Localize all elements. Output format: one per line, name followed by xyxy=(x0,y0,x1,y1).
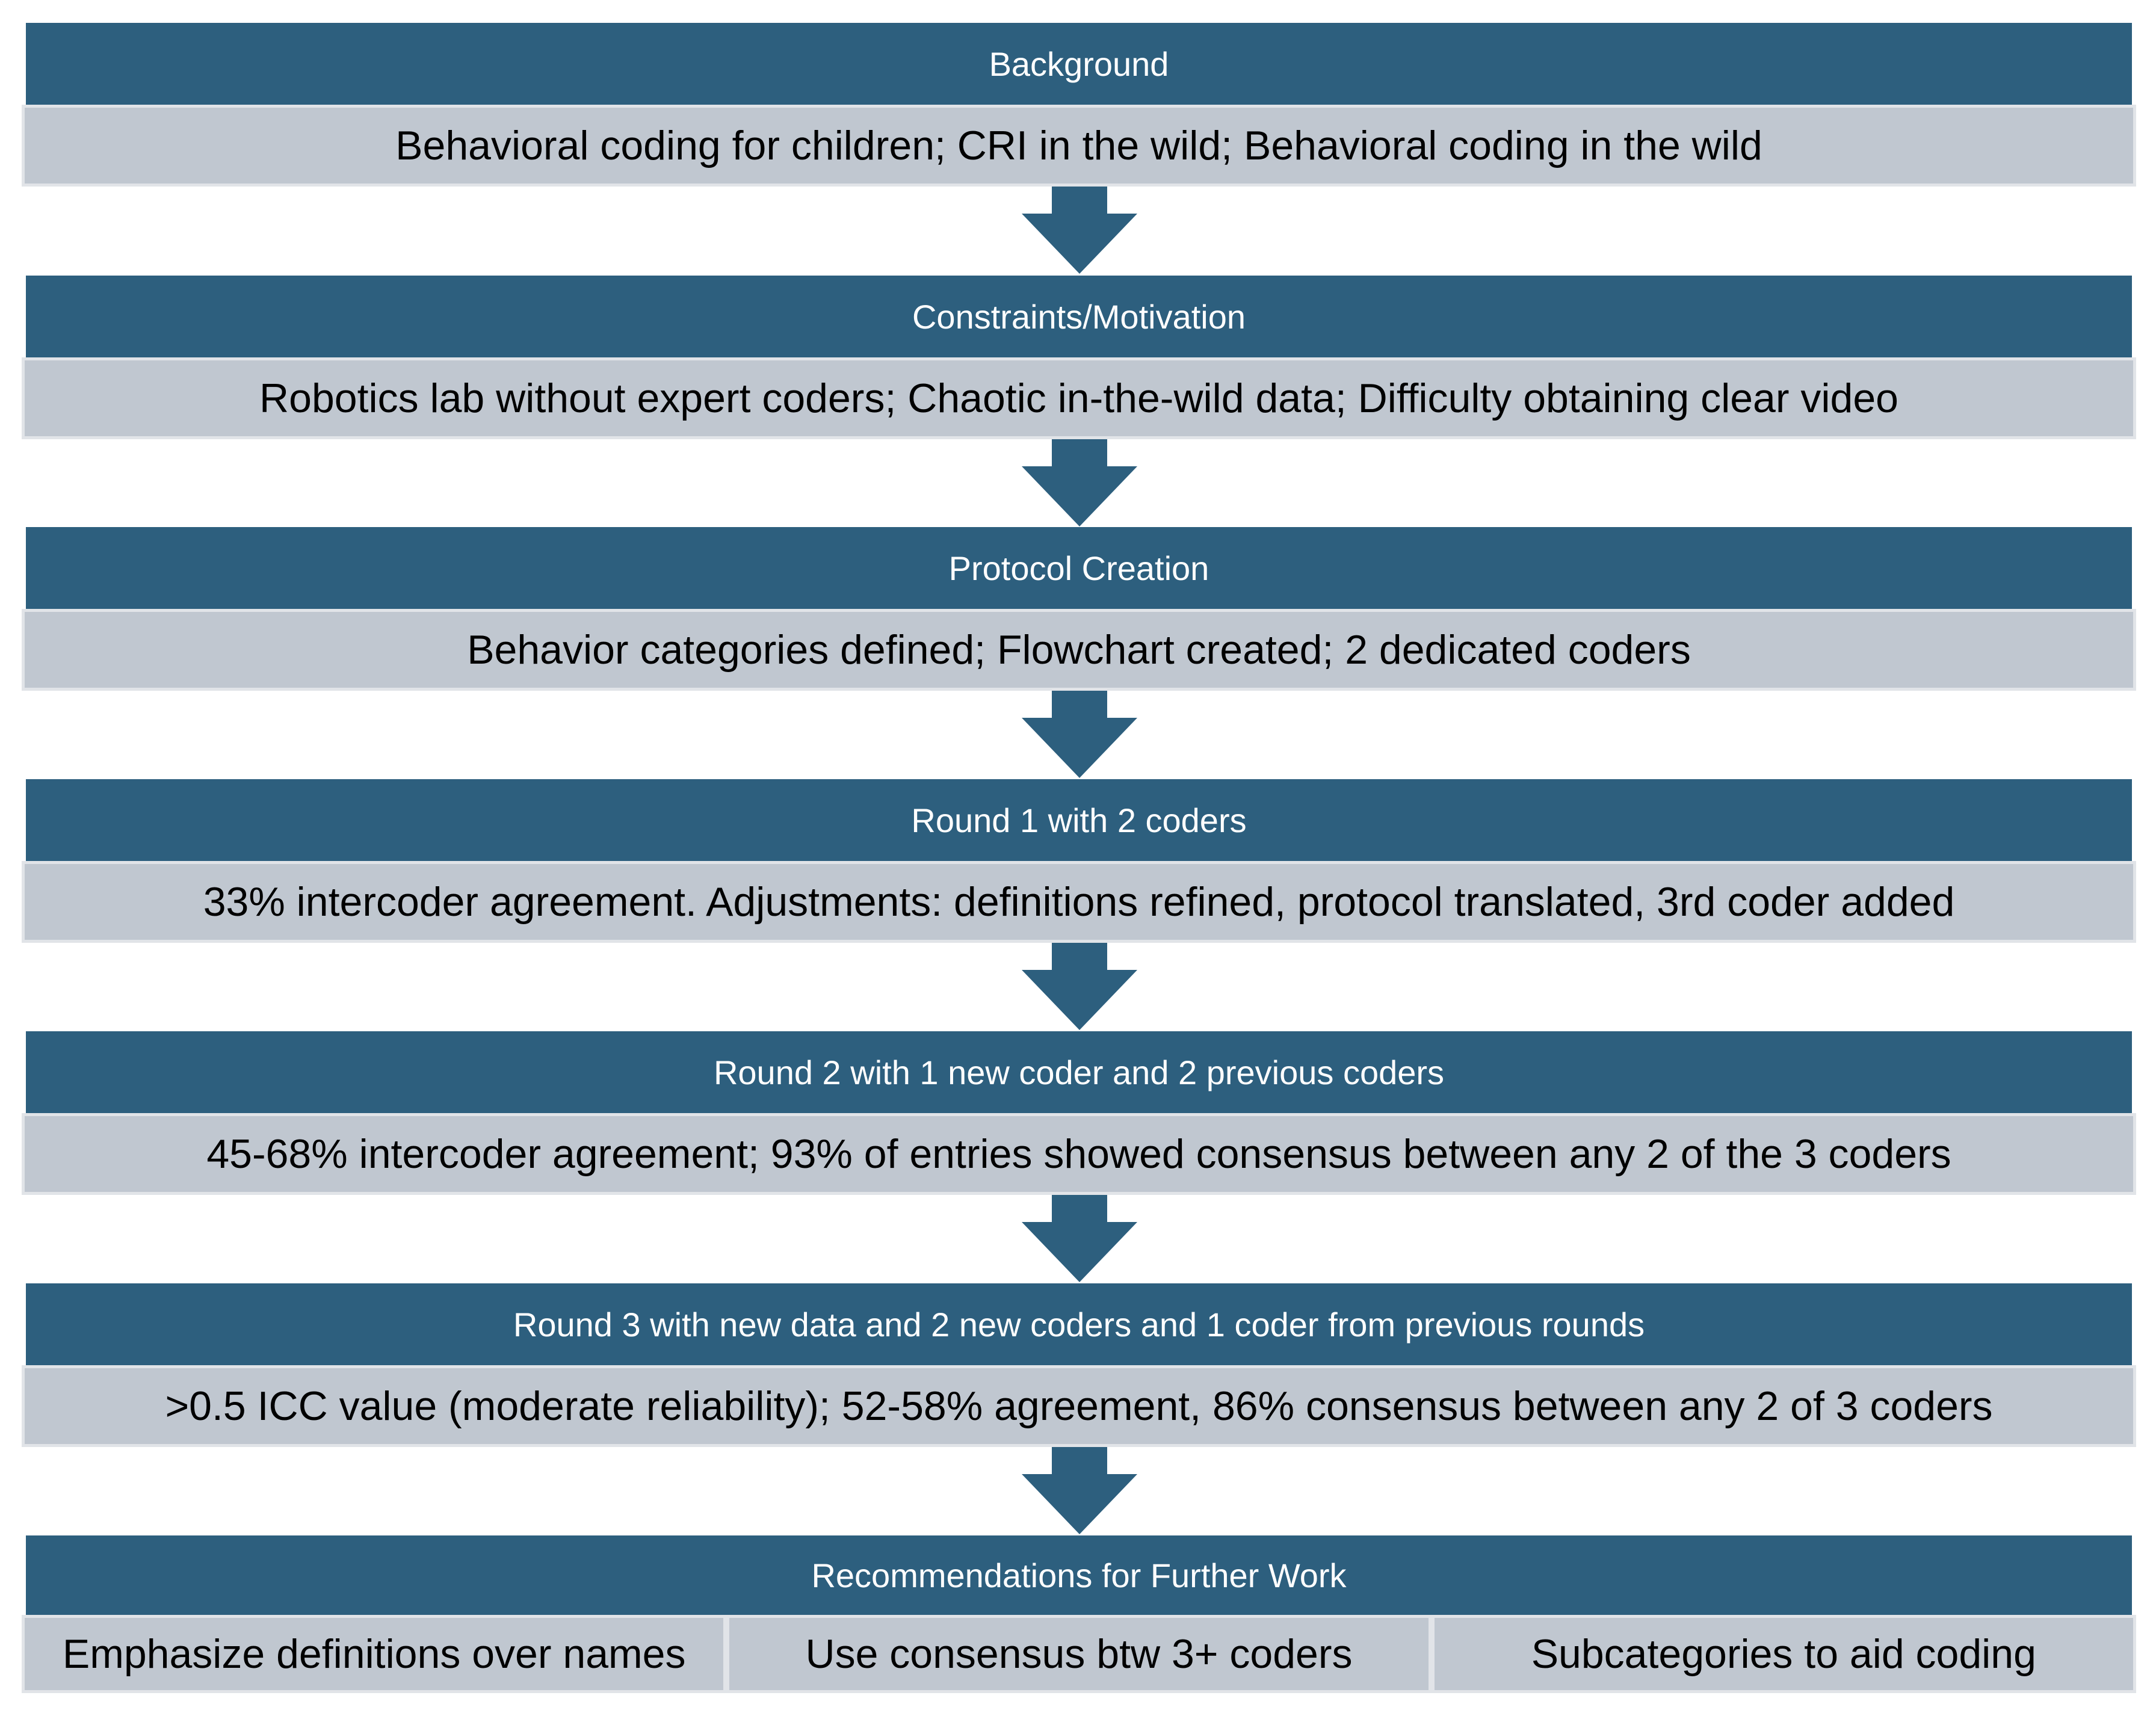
arrow-down-icon xyxy=(1022,1447,1137,1534)
stage-6-title: Round 3 with new data and 2 new coders a… xyxy=(26,1283,2132,1365)
recommendation-item: Subcategories to aid coding xyxy=(1431,1615,2136,1693)
stage-2-title: Constraints/Motivation xyxy=(26,276,2132,357)
arrow-down-icon xyxy=(1022,943,1137,1030)
stage-5-title: Round 2 with 1 new coder and 2 previous … xyxy=(26,1031,2132,1113)
arrow-down-icon xyxy=(1022,187,1137,274)
stage-6-text: >0.5 ICC value (moderate reliability); 5… xyxy=(22,1365,2136,1447)
recommendation-item: Use consensus btw 3+ coders xyxy=(726,1615,1432,1693)
arrow-down-icon xyxy=(1022,1195,1137,1282)
arrow-down-icon xyxy=(1022,691,1137,778)
stage-5-text: 45-68% intercoder agreement; 93% of entr… xyxy=(22,1113,2136,1195)
stage-2-text: Robotics lab without expert coders; Chao… xyxy=(22,357,2136,439)
arrow-down-icon xyxy=(1022,439,1137,526)
recommendations-row: Emphasize definitions over names Use con… xyxy=(22,1615,2136,1693)
stage-1-text: Behavioral coding for children; CRI in t… xyxy=(22,105,2136,187)
recommendations-title: Recommendations for Further Work xyxy=(26,1535,2132,1615)
stage-4-title: Round 1 with 2 coders xyxy=(26,779,2132,861)
stage-4-text: 33% intercoder agreement. Adjustments: d… xyxy=(22,861,2136,943)
stage-3-title: Protocol Creation xyxy=(26,527,2132,609)
recommendation-item: Emphasize definitions over names xyxy=(22,1615,727,1693)
stage-1-title: Background xyxy=(26,23,2132,105)
stage-3-text: Behavior categories defined; Flowchart c… xyxy=(22,609,2136,691)
